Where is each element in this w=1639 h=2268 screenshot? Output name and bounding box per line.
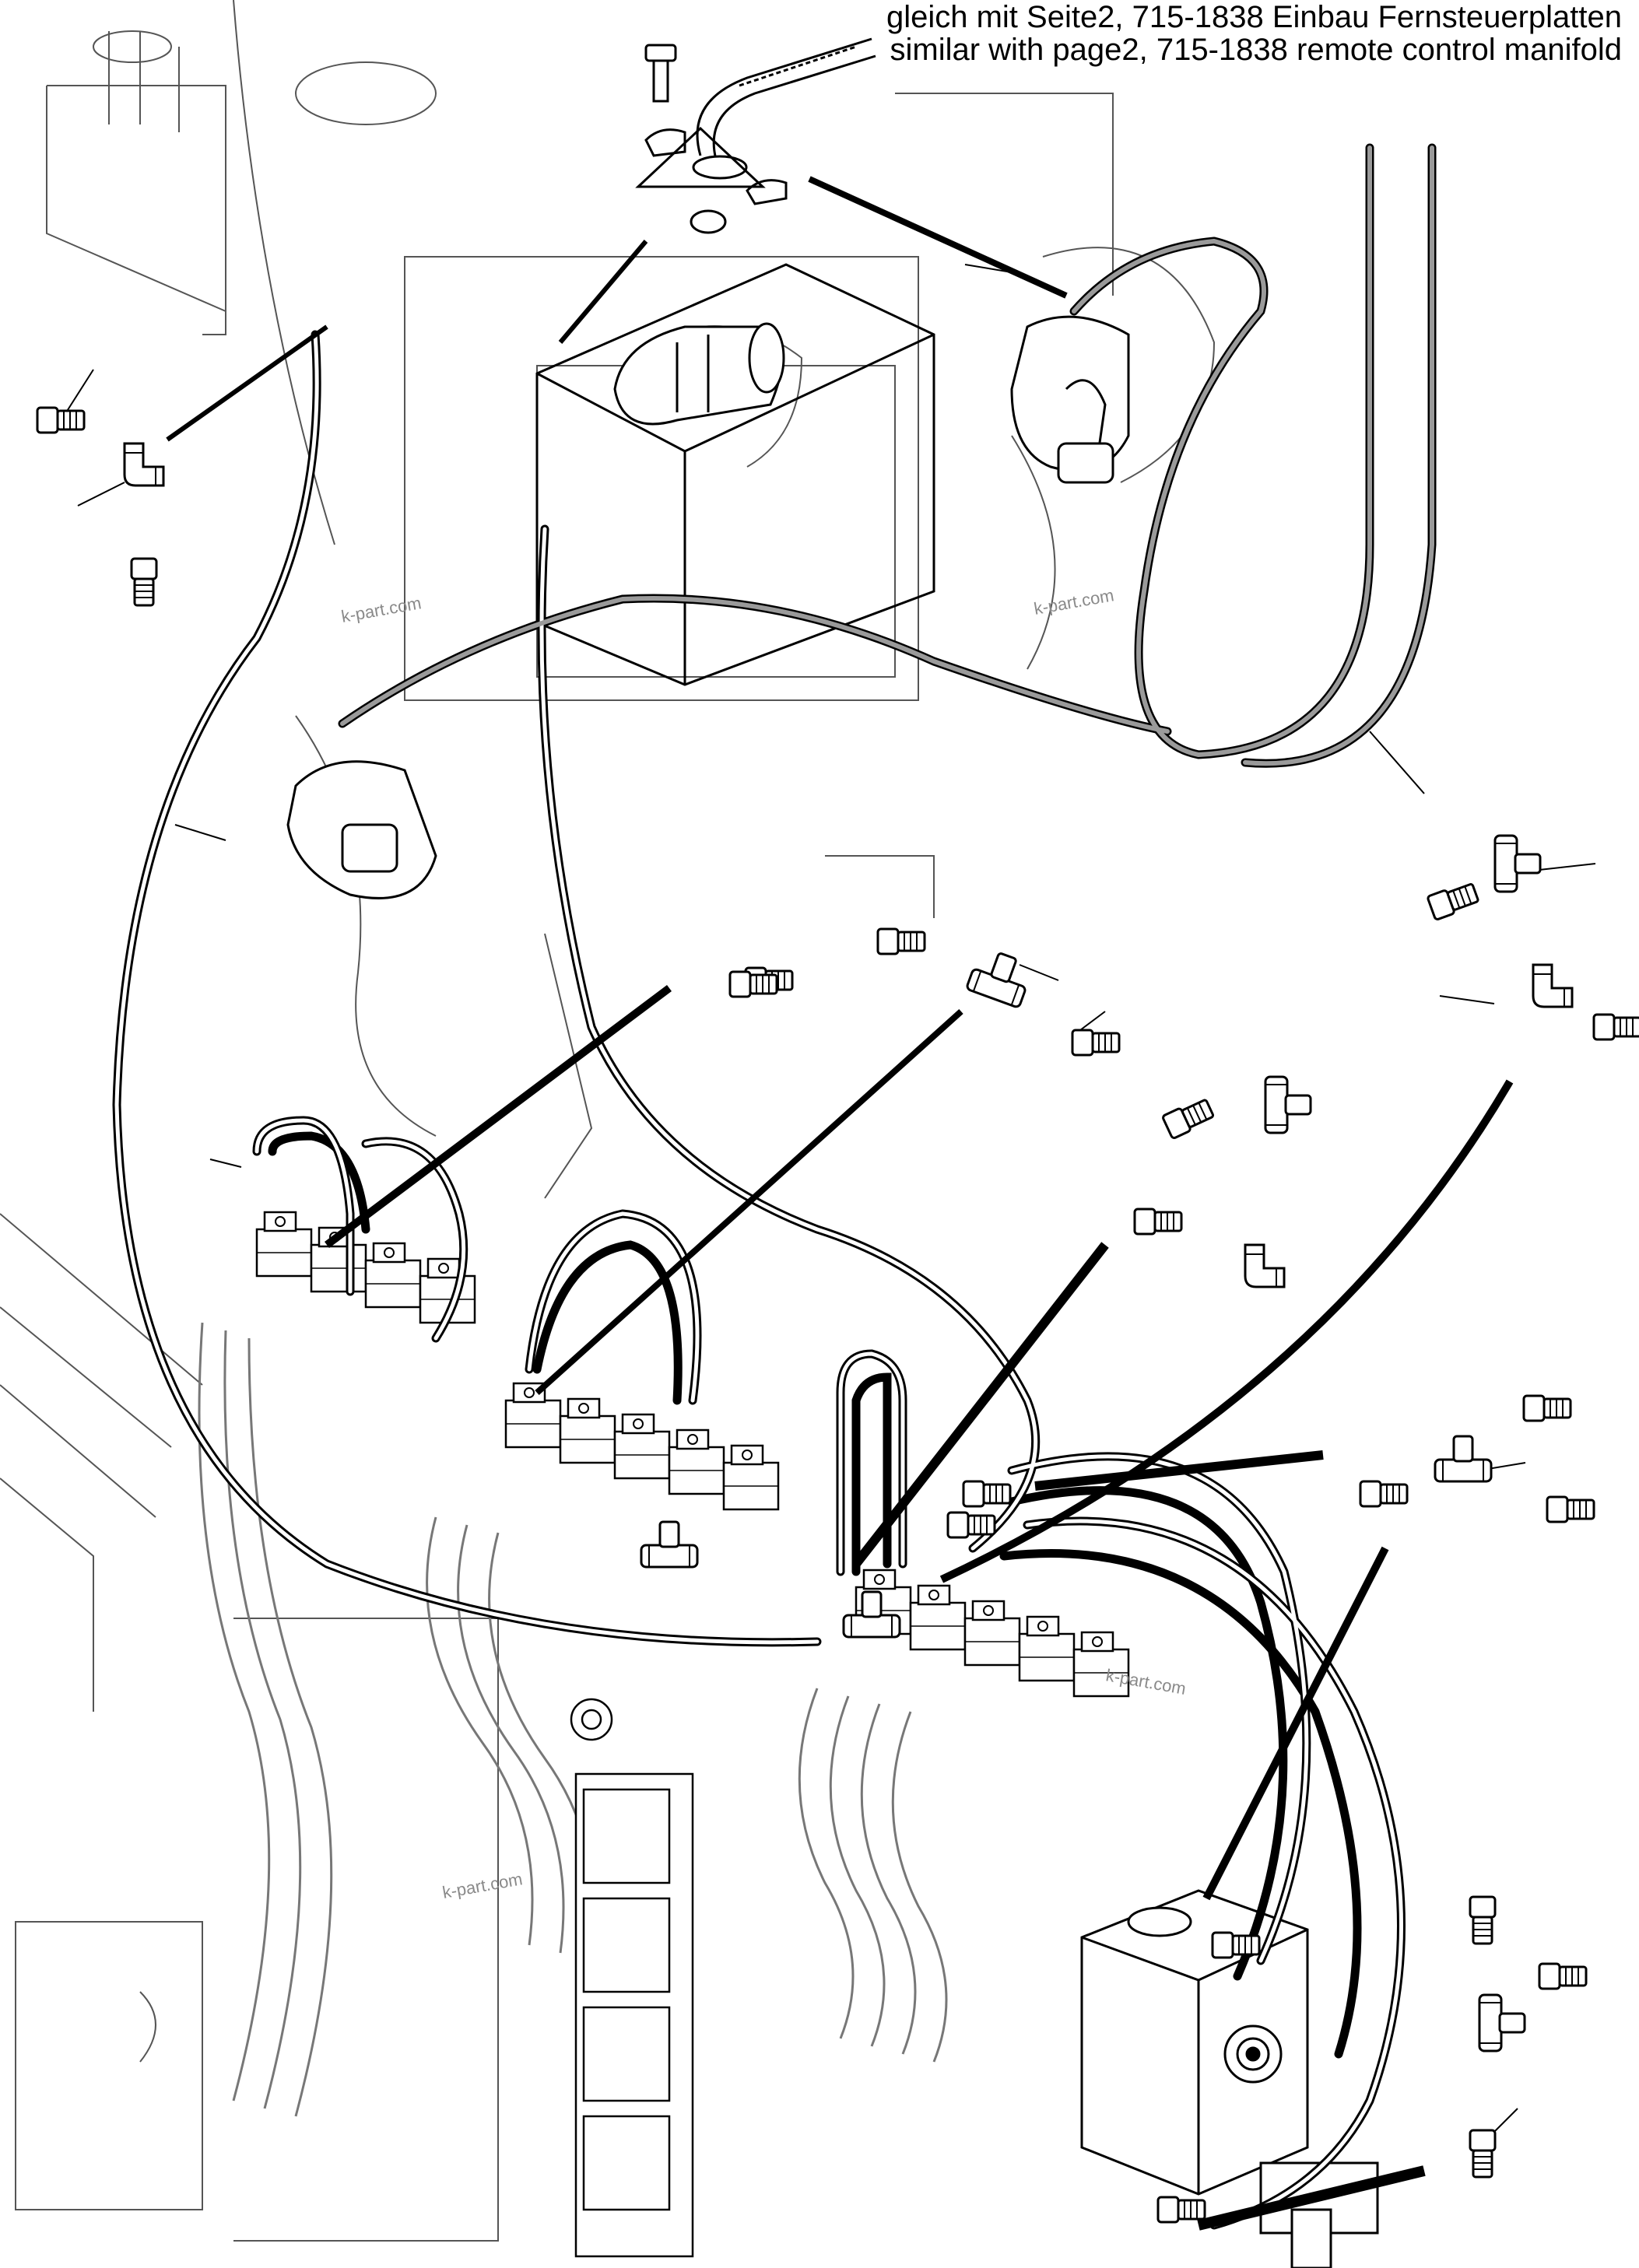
- braided-hose-top: [696, 37, 876, 160]
- caption-line-german: gleich mit Seite2, 715-1838 Einbau Ferns…: [886, 0, 1622, 34]
- grey-hose-sections: [340, 145, 1434, 766]
- caption-line-english: similar with page2, 715-1838 remote cont…: [890, 33, 1623, 67]
- callout-leaders: [65, 176, 1596, 2231]
- valve-stack-middle: [504, 1382, 780, 1511]
- remote-control-manifold-block: [1080, 1889, 1379, 2268]
- top-pilot-manifold: [535, 263, 935, 686]
- watermark-1: k-part.com: [340, 593, 423, 626]
- watermark-4: k-part.com: [441, 1869, 525, 1902]
- pump-housing-left: [286, 760, 437, 899]
- top-fittings: [635, 44, 788, 234]
- pump-housing-upper-right: [1010, 315, 1130, 484]
- watermark-2: k-part.com: [1033, 585, 1116, 619]
- manifold-block-lower-left: [570, 1698, 694, 2258]
